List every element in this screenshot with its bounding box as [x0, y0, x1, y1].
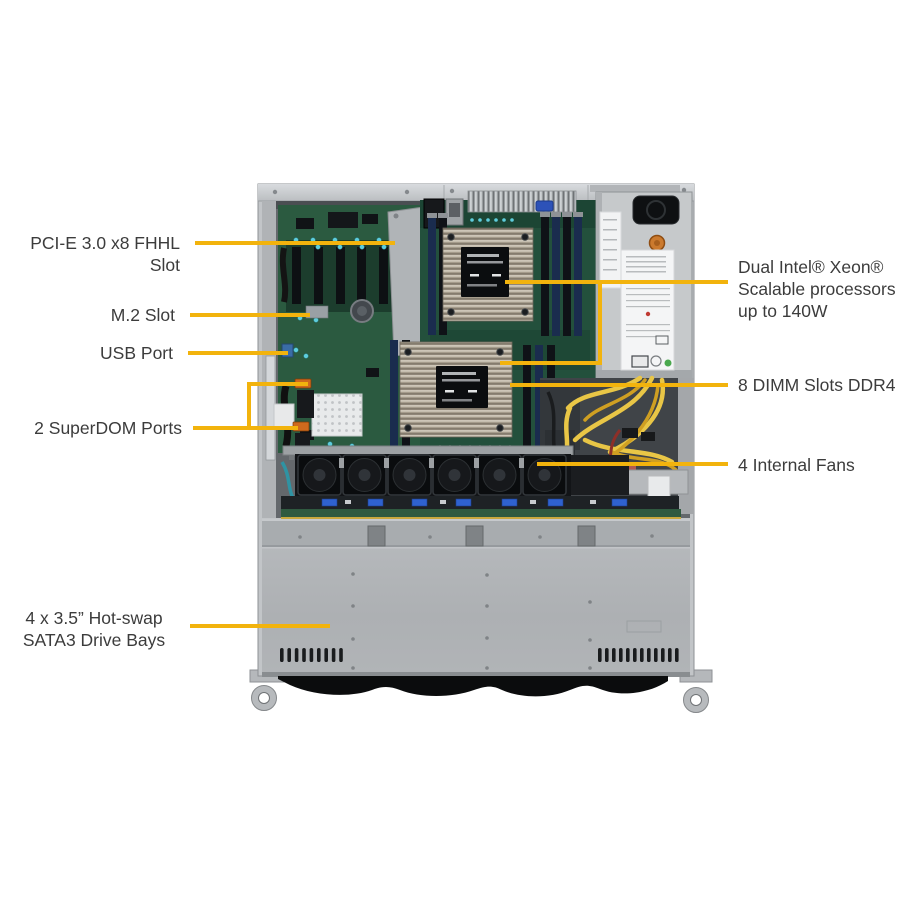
cable-bay: [540, 375, 694, 514]
chassis-divider: [262, 519, 690, 547]
superdom-module: [295, 433, 310, 447]
screw: [404, 189, 410, 195]
vent-slots-left: [280, 648, 343, 662]
callout-label-dimm-slots: 8 DIMM Slots DDR4: [738, 375, 896, 395]
backplane: [281, 496, 681, 519]
screw: [449, 188, 455, 194]
io-fin-connector: [467, 190, 577, 213]
callout-label-cpu: Dual Intel® Xeon® Scalable processors up…: [738, 257, 896, 321]
internal-fan: [477, 454, 522, 496]
callout-label-internal-fans: 4 Internal Fans: [738, 455, 855, 475]
cpu2-label: [436, 366, 488, 408]
callout-label-usb-port: USB Port: [100, 343, 173, 363]
bracket-tab: [367, 525, 386, 547]
callout-lines: [188, 241, 728, 628]
cable-connector: [622, 428, 638, 438]
m2-slot-chip: [305, 305, 329, 319]
led-row: [470, 218, 514, 222]
cpu2-heatsink: [399, 341, 513, 438]
dimm-slots-right-cpu1: [540, 212, 583, 336]
fan-assembly: [282, 445, 629, 496]
cpu1-heatsink: [442, 227, 534, 322]
drive-bay-panel: [262, 547, 690, 697]
chip: [296, 218, 314, 229]
mounting-ear-right: [679, 669, 713, 713]
callout-line-superdom: [193, 382, 308, 430]
cable-connector: [641, 432, 655, 441]
callout-label-superdom-ports: 2 SuperDOM Ports: [34, 418, 182, 438]
callout-line-cpu: [500, 280, 728, 365]
internal-fan: [387, 454, 432, 496]
screw: [272, 189, 278, 195]
psu-spec-label: [620, 249, 675, 371]
internal-fan: [342, 454, 387, 496]
vent-slots-right: [598, 648, 679, 662]
callout-label-pcie-slot: PCI-E 3.0 x8 FHHL Slot: [30, 233, 180, 275]
chip: [366, 368, 379, 377]
internal-fan: [522, 454, 567, 496]
cable: [279, 247, 289, 303]
front-shadow: [278, 676, 668, 697]
pcie-slots: [292, 247, 388, 304]
edge-label: [273, 403, 295, 429]
bracket-tab: [577, 525, 596, 547]
usb-port-component: [281, 343, 294, 358]
power-supply: [595, 191, 693, 379]
label-recess: [626, 620, 662, 633]
callout-label-drive-bays: 4 x 3.5” Hot-swap SATA3 Drive Bays: [22, 608, 166, 650]
chip: [362, 214, 378, 224]
psu-fan-grille: [632, 195, 680, 225]
screw: [681, 187, 687, 193]
rivets: [351, 572, 592, 670]
internal-fan: [297, 454, 342, 496]
callout-label-m2-slot: M.2 Slot: [110, 305, 175, 325]
superdom-module: [297, 390, 314, 418]
bracket-tab: [465, 525, 484, 547]
white-heatsink: [311, 393, 363, 437]
chip: [328, 212, 358, 228]
vga-port: [535, 200, 554, 212]
internal-fan: [432, 454, 477, 496]
